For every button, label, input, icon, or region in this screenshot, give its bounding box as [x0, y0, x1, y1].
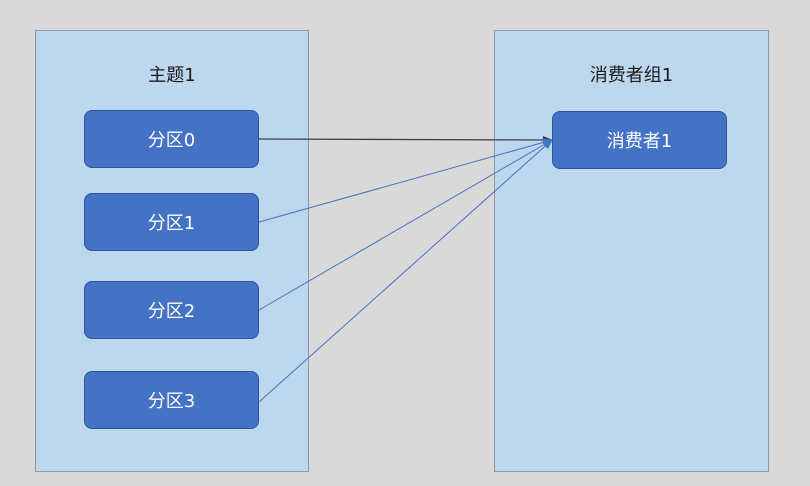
consumer-group-panel: 消费者组1	[494, 30, 769, 472]
partition-1-node: 分区1	[84, 193, 259, 251]
partition-3-node: 分区3	[84, 371, 259, 429]
consumer-group-title: 消费者组1	[589, 65, 674, 86]
partition-2-node: 分区2	[84, 281, 259, 339]
consumer-1-node: 消费者1	[552, 111, 727, 169]
topic-title: 主题1	[148, 65, 196, 86]
partition-0-node: 分区0	[84, 110, 259, 168]
